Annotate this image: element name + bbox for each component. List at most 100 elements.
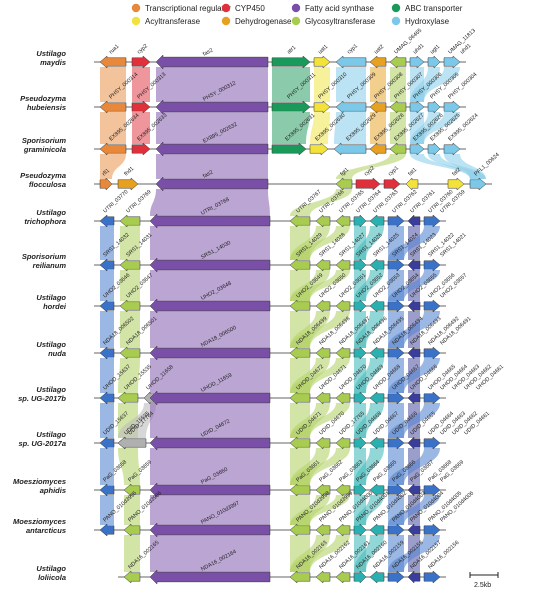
gene-label: uat2 bbox=[373, 44, 385, 56]
species-label: Ustilago bbox=[36, 340, 66, 349]
gene-arrow bbox=[335, 214, 351, 228]
gene-arrow bbox=[315, 346, 331, 360]
legend-swatch bbox=[291, 3, 301, 13]
gene-arrow bbox=[99, 100, 127, 114]
gene-arrow bbox=[369, 523, 385, 537]
gene-arrow bbox=[443, 142, 461, 156]
gene-arrow bbox=[383, 177, 401, 191]
gene-arrow bbox=[443, 100, 461, 114]
gene-arrow bbox=[123, 483, 141, 497]
gene-arrow bbox=[315, 391, 331, 405]
gene-label: fhd1 bbox=[123, 166, 135, 178]
gene-arrow bbox=[369, 436, 385, 450]
gene-arrow bbox=[423, 258, 441, 272]
legend-swatch bbox=[131, 3, 141, 13]
species-label: Moesziomyces bbox=[13, 477, 66, 486]
gene-arrow bbox=[117, 391, 139, 405]
gene-arrow bbox=[405, 177, 419, 191]
homology-ribbon bbox=[354, 495, 384, 525]
species-label: antarcticus bbox=[26, 526, 66, 535]
legend-label: CYP450 bbox=[235, 4, 265, 13]
homology-ribbon bbox=[100, 226, 114, 260]
gene-arrow bbox=[315, 483, 331, 497]
legend-label: Hydroxylase bbox=[405, 17, 450, 26]
homology-ribbon bbox=[336, 67, 366, 102]
gene-arrow bbox=[407, 570, 421, 584]
gene-arrow bbox=[333, 142, 367, 156]
gene-arrow bbox=[423, 346, 441, 360]
gene-arrow bbox=[313, 100, 331, 114]
gene-arrow bbox=[155, 176, 269, 192]
gene-arrow bbox=[289, 258, 311, 272]
gene-arrow bbox=[353, 523, 367, 537]
gene-arrow bbox=[447, 177, 465, 191]
gene-arrow bbox=[335, 436, 351, 450]
homology-ribbon bbox=[272, 67, 310, 102]
gene-arrow bbox=[387, 258, 405, 272]
gene-arrow bbox=[313, 55, 331, 69]
species-label: trichophora bbox=[24, 217, 66, 226]
gene-arrow bbox=[315, 214, 331, 228]
homology-ribbon bbox=[150, 403, 270, 438]
gene-arrow bbox=[155, 99, 269, 115]
gene-arrow bbox=[353, 258, 367, 272]
gene-arrow bbox=[149, 298, 271, 314]
gene-arrow bbox=[387, 436, 405, 450]
species-label: flocculosa bbox=[29, 180, 66, 189]
homology-ribbon bbox=[334, 112, 366, 144]
gene-arrow bbox=[335, 100, 367, 114]
homology-ribbon bbox=[388, 535, 440, 572]
gene-label: fas2 bbox=[202, 170, 214, 180]
gene-arrow bbox=[389, 100, 407, 114]
homology-ribbon bbox=[290, 358, 350, 393]
homology-ribbon bbox=[388, 495, 440, 525]
species-label: sp. UG-2017a bbox=[18, 439, 66, 448]
species-label: Ustilago bbox=[36, 208, 66, 217]
gene-arrow bbox=[123, 523, 141, 537]
gene-arrow bbox=[369, 570, 385, 584]
gene-arrow bbox=[353, 346, 367, 360]
homology-ribbon bbox=[314, 67, 330, 102]
homology-ribbon bbox=[156, 154, 268, 179]
homology-ribbon bbox=[388, 226, 440, 260]
gene-arrow bbox=[407, 258, 421, 272]
gene-arrow bbox=[131, 100, 151, 114]
gene-arrow bbox=[335, 523, 351, 537]
gene-arrow bbox=[149, 435, 271, 451]
homology-ribbon bbox=[100, 403, 114, 438]
homology-ribbon bbox=[388, 358, 440, 393]
gene-arrow bbox=[387, 391, 405, 405]
homology-ribbons bbox=[100, 67, 486, 572]
homology-ribbon bbox=[132, 112, 150, 144]
gene-arrow bbox=[149, 213, 271, 229]
gene-arrow bbox=[117, 177, 139, 191]
gene-arrow bbox=[117, 436, 147, 450]
homology-ribbon bbox=[124, 535, 140, 572]
homology-ribbon bbox=[118, 358, 140, 393]
homology-ribbon bbox=[390, 67, 406, 102]
gene-arrow bbox=[99, 142, 127, 156]
gene-arrow bbox=[289, 391, 311, 405]
gene-arrow bbox=[369, 55, 387, 69]
homology-ribbon bbox=[100, 67, 126, 102]
legend-swatch bbox=[391, 3, 401, 13]
gene-label: cyp1 bbox=[346, 43, 359, 55]
homology-ribbon bbox=[100, 448, 114, 485]
gene-arrow bbox=[407, 391, 421, 405]
homology-ribbon bbox=[118, 403, 156, 438]
gene-arrow bbox=[315, 258, 331, 272]
gene-arrow bbox=[315, 436, 331, 450]
species-label: hubeiensis bbox=[27, 103, 66, 112]
gene-arrow bbox=[99, 391, 115, 405]
gene-arrow bbox=[315, 523, 331, 537]
gene-arrow bbox=[369, 483, 385, 497]
gene-arrow bbox=[289, 346, 311, 360]
species-label: Pseudozyma bbox=[20, 94, 66, 103]
gene-arrow bbox=[387, 299, 405, 313]
legend-label: Dehydrogenase bbox=[235, 17, 292, 26]
gene-arrow bbox=[289, 483, 311, 497]
gene-arrow bbox=[131, 55, 151, 69]
gene-arrow bbox=[427, 100, 441, 114]
homology-ribbon bbox=[336, 154, 406, 179]
species-label: Ustilago bbox=[36, 564, 66, 573]
